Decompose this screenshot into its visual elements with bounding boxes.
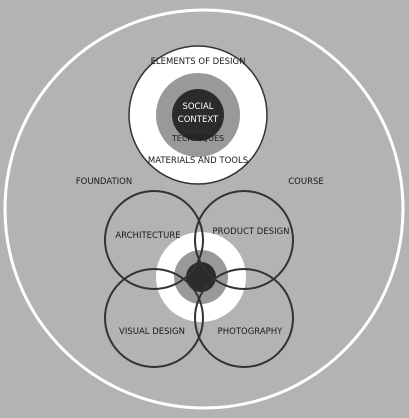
visual-design-circle bbox=[104, 268, 204, 368]
social-context-core bbox=[172, 89, 224, 141]
architecture-label: ARCHITECTURE bbox=[115, 231, 180, 241]
photography-label: PHOTOGRAPHY bbox=[218, 327, 284, 337]
foundation-label: FOUNDATION bbox=[76, 177, 132, 187]
photography-circle bbox=[194, 268, 294, 368]
architecture-circle bbox=[104, 190, 204, 290]
context-label: CONTEXT bbox=[178, 115, 219, 125]
visual-design-label: VISUAL DESIGN bbox=[119, 327, 185, 337]
techniques-label: TECHNIQUES bbox=[171, 134, 224, 143]
outer-boundary-circle bbox=[3, 8, 405, 410]
social-label: SOCIAL bbox=[182, 102, 213, 112]
elements-of-design-label: ELEMENTS OF DESIGN bbox=[151, 57, 246, 67]
materials-and-tools-label: MATERIALS AND TOOLS bbox=[148, 156, 248, 166]
product-design-label: PRODUCT DESIGN bbox=[212, 227, 289, 237]
product-design-circle bbox=[194, 190, 294, 290]
course-label: COURSE bbox=[288, 177, 324, 187]
